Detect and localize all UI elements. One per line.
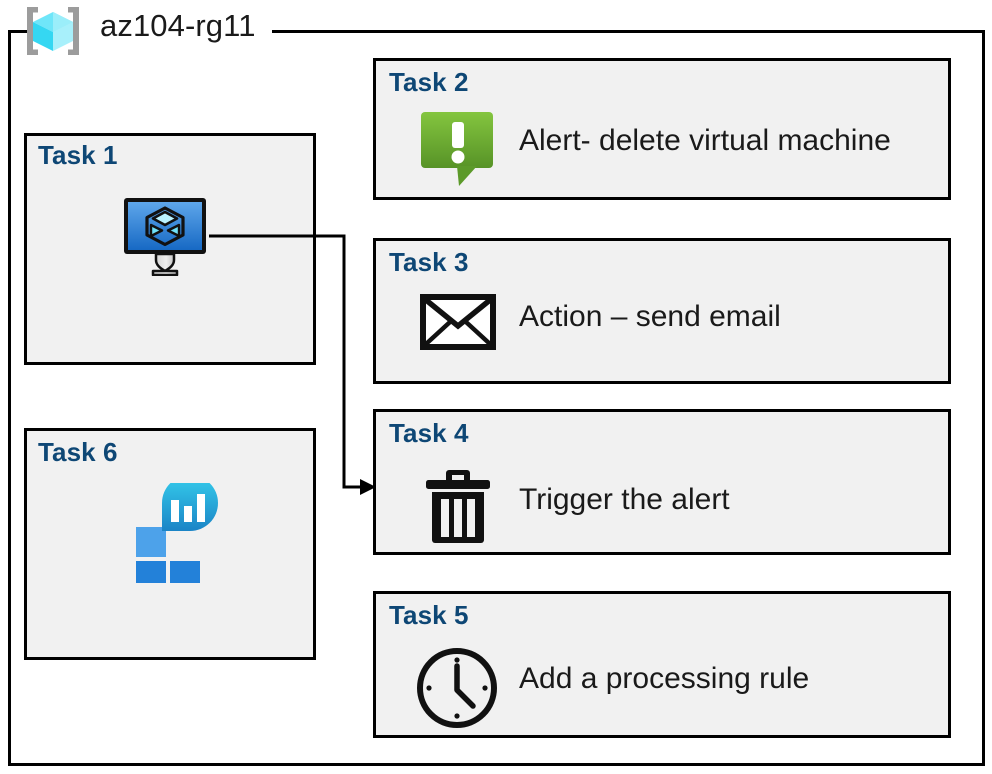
email-envelope-icon (420, 294, 496, 350)
task-4-label: Task 4 (389, 418, 469, 448)
task-6-label: Task 6 (38, 437, 118, 467)
task-6-box[interactable] (24, 428, 316, 660)
task-3-label: Task 3 (389, 247, 469, 277)
frame-top-right-bar (272, 30, 985, 33)
alert-exclamation-icon (419, 110, 497, 186)
resource-group-title: az104-rg11 (100, 8, 256, 43)
log-analytics-icon (128, 475, 232, 591)
task-5-box[interactable] (373, 591, 951, 738)
task-2-label: Task 2 (389, 67, 469, 97)
task-1-label: Task 1 (38, 140, 118, 170)
task-3-text: Action – send email (519, 300, 781, 333)
frame-top-left-stub (8, 30, 30, 33)
task-5-text: Add a processing rule (519, 662, 810, 695)
task-5-label: Task 5 (389, 600, 469, 630)
task-4-text: Trigger the alert (519, 483, 730, 516)
trash-can-icon (424, 468, 492, 544)
virtual-machine-icon (120, 196, 210, 277)
resource-group-frame (8, 30, 985, 766)
clock-icon (415, 646, 499, 730)
azure-resource-group-cube-icon (18, 3, 88, 59)
task-2-text: Alert- delete virtual machine (519, 124, 891, 157)
